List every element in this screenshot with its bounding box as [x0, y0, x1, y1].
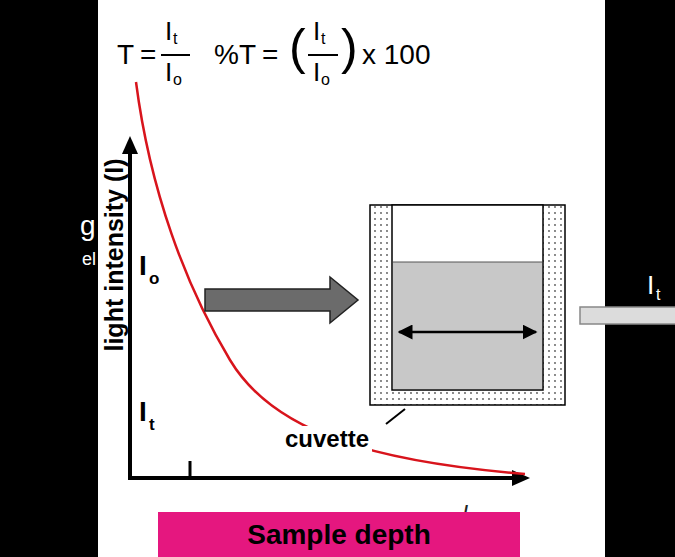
- formula-text: t: [321, 31, 325, 47]
- leader-line: [386, 409, 405, 424]
- formula-text: I: [165, 59, 172, 85]
- formula-text: o: [321, 72, 330, 88]
- axis-title: Sample depth: [247, 521, 431, 549]
- formula-text: I: [313, 59, 320, 85]
- axis-title-box: Sample depth: [158, 512, 520, 557]
- formula-text: I: [165, 18, 172, 44]
- formula-text: =: [140, 41, 156, 69]
- axis-label: light intensity (I): [102, 158, 127, 351]
- path-length-arrow: [399, 331, 536, 334]
- intensity-label: t: [149, 416, 155, 433]
- intensity-label: o: [149, 270, 159, 287]
- cuvette-box: l: [370, 205, 565, 405]
- text-fragment: g: [80, 212, 96, 240]
- cuvette-interior: [392, 205, 543, 390]
- formula-text: %T: [214, 41, 256, 69]
- text-fragment: el: [82, 250, 96, 268]
- intensity-label: I: [647, 272, 654, 298]
- axis-tick: [189, 461, 192, 478]
- callout-label: cuvette: [282, 426, 372, 452]
- transmitted-beam: [580, 307, 675, 324]
- y-axis: [128, 150, 132, 480]
- x-axis: [128, 476, 515, 480]
- formula-text: I: [313, 18, 320, 44]
- intensity-label: t: [656, 287, 660, 303]
- intensity-label: I: [139, 252, 147, 280]
- formula-text: ): [341, 22, 358, 72]
- formula-text: x 100: [362, 41, 431, 69]
- cuvette-wall: [370, 205, 565, 405]
- white-panel: [98, 0, 605, 557]
- formula-text: o: [173, 72, 182, 88]
- light-arrow: [205, 277, 358, 323]
- fraction-bar: [161, 54, 190, 56]
- formula-text: (: [289, 22, 306, 72]
- intensity-label: I: [139, 398, 147, 426]
- formula-text: =: [262, 41, 278, 69]
- formula-text: t: [173, 31, 177, 47]
- liquid-surface: [393, 262, 542, 263]
- fraction-bar: [308, 54, 338, 56]
- axis-arrowhead: [122, 136, 138, 154]
- formula-text: T: [117, 41, 134, 69]
- sample-liquid: [393, 262, 542, 389]
